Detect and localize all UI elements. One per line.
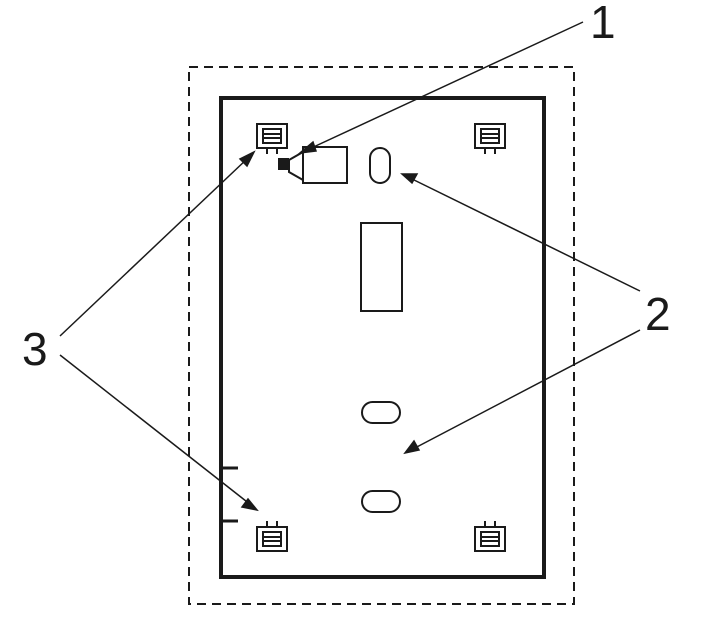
vertical-mounting-slot	[369, 147, 391, 184]
clip-fastener-top-right	[474, 123, 506, 154]
left-edge-ticks	[221, 466, 238, 523]
center-opening	[360, 222, 403, 312]
horizontal-slot-lower	[361, 490, 401, 513]
clip-fastener-bottom-right	[474, 521, 506, 552]
clip-fastener-top-left	[256, 123, 288, 154]
leader-lines	[59, 21, 641, 512]
outer-dashed-outline	[188, 66, 575, 605]
inner-plate-outline	[219, 96, 546, 579]
callout-label-3: 3	[22, 323, 48, 375]
callout-label-1: 1	[590, 0, 616, 48]
callout-label-2: 2	[645, 288, 671, 340]
tamper-switch	[278, 146, 348, 184]
clip-fastener-bottom-left	[256, 521, 288, 552]
horizontal-slot-upper	[361, 401, 401, 424]
